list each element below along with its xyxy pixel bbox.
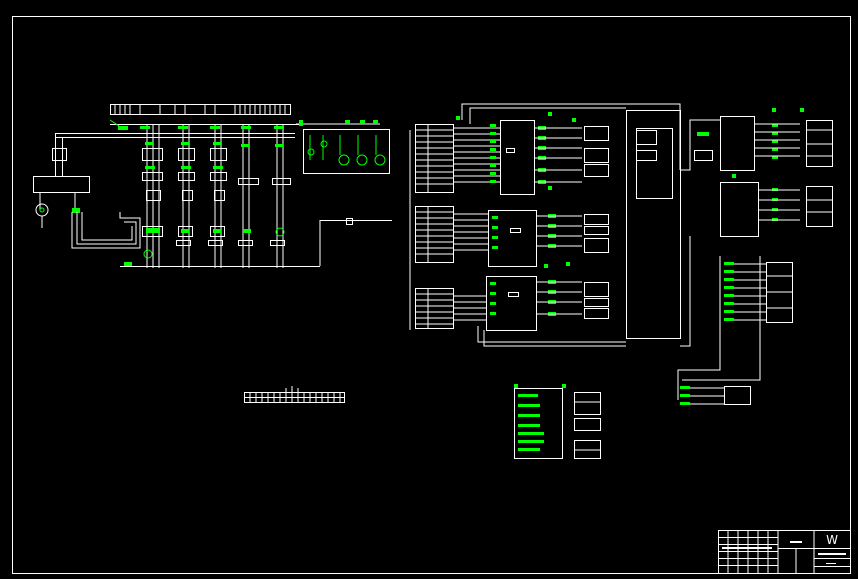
title-block: W bbox=[718, 530, 851, 574]
lower-io-wires bbox=[690, 263, 766, 405]
plc-module-5 bbox=[720, 182, 759, 237]
title-block-logo: W bbox=[826, 533, 838, 547]
plc-module-4 bbox=[720, 116, 755, 171]
scale-bar bbox=[244, 386, 345, 403]
io-wires bbox=[409, 127, 500, 330]
lower-io-points bbox=[680, 262, 734, 405]
plc-module-1 bbox=[500, 120, 535, 195]
title-block-grid bbox=[718, 530, 850, 574]
plc-module-3 bbox=[486, 276, 537, 331]
plc-wiring bbox=[409, 103, 833, 405]
main-power-circuit bbox=[33, 104, 392, 268]
detail-block-center bbox=[514, 384, 601, 459]
drawing-border bbox=[12, 16, 851, 574]
plc-module-2 bbox=[488, 210, 537, 267]
contactor-blocks bbox=[124, 126, 291, 266]
right-io-points bbox=[697, 108, 804, 221]
header-bar-cells bbox=[114, 104, 286, 114]
pump-control-block bbox=[296, 120, 390, 174]
right-wires bbox=[755, 123, 800, 221]
relay-boxes bbox=[584, 126, 609, 319]
output-wires bbox=[535, 127, 582, 315]
terminal-rows bbox=[415, 124, 453, 328]
